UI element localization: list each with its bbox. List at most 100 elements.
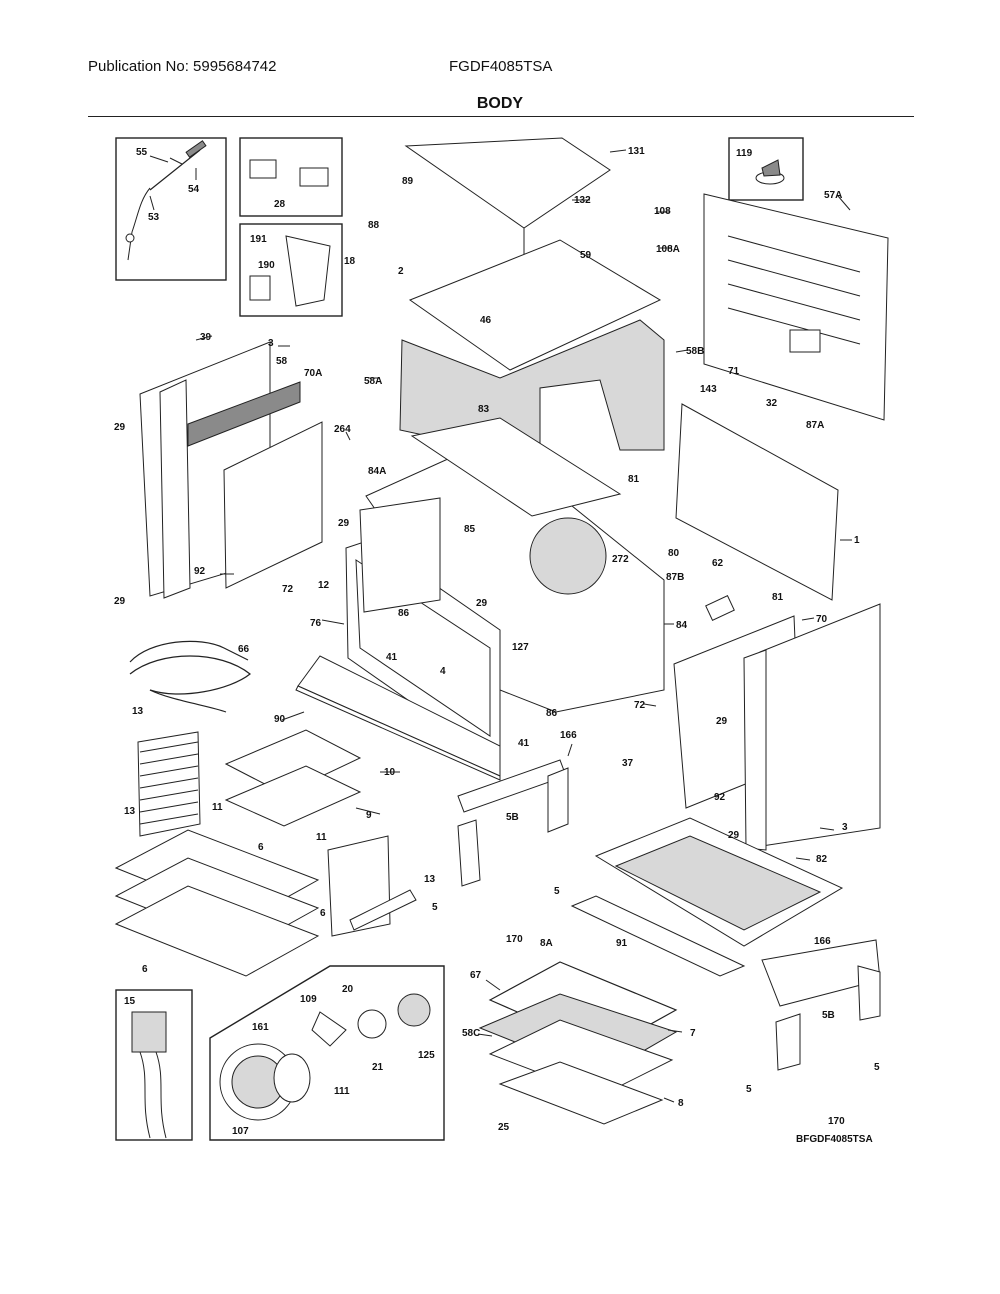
- callout-76: 76: [310, 618, 322, 629]
- callout-29-a: 29: [114, 422, 126, 433]
- callout-264: 264: [334, 424, 351, 435]
- callout-190: 190: [258, 260, 275, 271]
- callout-37: 37: [622, 758, 634, 769]
- callout-58c: 58C: [462, 1028, 480, 1039]
- callout-5-d: 5: [746, 1084, 752, 1095]
- callout-18: 18: [344, 256, 356, 267]
- callout-84: 84: [676, 620, 688, 631]
- part-storage-drawer: [570, 817, 881, 1071]
- callout-54: 54: [188, 184, 200, 195]
- callout-143: 143: [700, 384, 717, 395]
- part-hidden-bake-element: [478, 961, 678, 1125]
- callout-66: 66: [238, 644, 250, 655]
- callout-67: 67: [470, 970, 482, 981]
- callout-82: 82: [816, 854, 828, 865]
- callout-13-a: 13: [132, 706, 144, 717]
- callout-29-f: 29: [728, 830, 740, 841]
- publication-number: Publication No: 5995684742: [88, 58, 277, 75]
- inset-box-convection-fan: [209, 965, 445, 1141]
- inset-box-hinge-plates: [239, 137, 343, 217]
- inset-box-sensor: [728, 137, 804, 201]
- part-side-panel-right: [673, 603, 881, 851]
- callout-6-b: 6: [320, 908, 326, 919]
- callout-7: 7: [690, 1028, 696, 1039]
- callout-72-upper: 72: [282, 584, 294, 595]
- callout-132: 132: [574, 195, 591, 206]
- callout-28: 28: [274, 199, 286, 210]
- callout-2: 2: [398, 266, 404, 277]
- callout-127: 127: [512, 642, 529, 653]
- part-oven-bottom: [410, 417, 622, 517]
- callout-41-b: 41: [518, 738, 530, 749]
- callout-1: 1: [854, 535, 860, 546]
- callout-5-c: 5: [874, 1062, 880, 1073]
- part-drawer-front: [457, 759, 569, 887]
- callout-55: 55: [136, 147, 148, 158]
- callout-86-b: 86: [546, 708, 558, 719]
- callout-25: 25: [498, 1122, 510, 1133]
- diagram-reference: BFGDF4085TSA: [796, 1134, 873, 1145]
- callout-111: 111: [334, 1086, 350, 1097]
- model-number: FGDF4085TSA: [449, 58, 553, 75]
- callout-81-b: 81: [772, 592, 784, 603]
- callout-87b: 87B: [666, 572, 684, 583]
- callout-80: 80: [668, 548, 680, 559]
- callout-5-b: 5: [432, 902, 438, 913]
- callout-119: 119: [736, 148, 753, 159]
- callout-6-a: 6: [258, 842, 264, 853]
- callout-92-lower: 92: [714, 792, 726, 803]
- inset-box-lamp-socket: [115, 137, 227, 281]
- callout-8: 8: [678, 1098, 684, 1109]
- callout-88: 88: [368, 220, 380, 231]
- callout-21: 21: [372, 1062, 384, 1073]
- header-rule: [88, 116, 914, 117]
- page-title: BODY: [476, 95, 524, 112]
- part-bake-element: [129, 640, 251, 713]
- callout-ticks: [149, 155, 573, 1037]
- callout-81-a: 81: [628, 474, 640, 485]
- callout-20: 20: [342, 984, 354, 995]
- callout-53: 53: [148, 212, 160, 223]
- callout-3-upper: 3: [268, 338, 274, 349]
- callout-11-a: 11: [212, 802, 223, 813]
- callout-32: 32: [766, 398, 778, 409]
- callout-4: 4: [440, 666, 446, 677]
- callout-58: 58: [276, 356, 288, 367]
- inset-box-brackets: [239, 223, 343, 317]
- callout-72-lower: 72: [634, 700, 646, 711]
- leader-lines: [169, 149, 852, 1103]
- part-door-trim: [295, 655, 501, 781]
- part-oven-racks: [114, 829, 320, 977]
- part-rack-support-center: [327, 835, 417, 937]
- callout-70: 70: [816, 614, 828, 625]
- callout-13-b: 13: [124, 806, 136, 817]
- callout-58b: 58B: [686, 346, 704, 357]
- callout-86-a: 86: [398, 608, 410, 619]
- part-rack-support-left: [137, 731, 201, 837]
- callout-8a: 8A: [540, 938, 553, 949]
- callout-109: 109: [300, 994, 317, 1005]
- callout-108a: 108A: [656, 244, 680, 255]
- callout-170-b: 170: [828, 1116, 845, 1127]
- callout-272: 272: [612, 554, 629, 565]
- callout-85: 85: [464, 524, 476, 535]
- part-cavity-wrap: [399, 239, 665, 461]
- callout-57a: 57A: [824, 190, 842, 201]
- callout-15: 15: [124, 996, 136, 1007]
- callout-125: 125: [418, 1050, 435, 1061]
- callout-59: 59: [580, 250, 592, 261]
- callout-83: 83: [478, 404, 490, 415]
- callout-46: 46: [480, 315, 492, 326]
- callout-71: 71: [728, 366, 740, 377]
- callout-166-a: 166: [560, 730, 577, 741]
- callout-170-a: 170: [506, 934, 523, 945]
- callout-108: 108: [654, 206, 671, 217]
- callout-3-lower: 3: [842, 822, 848, 833]
- callout-41-a: 41: [386, 652, 398, 663]
- callout-91: 91: [616, 938, 628, 949]
- callout-90: 90: [274, 714, 286, 725]
- callout-131: 131: [628, 146, 645, 157]
- callout-6-c: 6: [142, 964, 148, 975]
- callout-89: 89: [402, 176, 414, 187]
